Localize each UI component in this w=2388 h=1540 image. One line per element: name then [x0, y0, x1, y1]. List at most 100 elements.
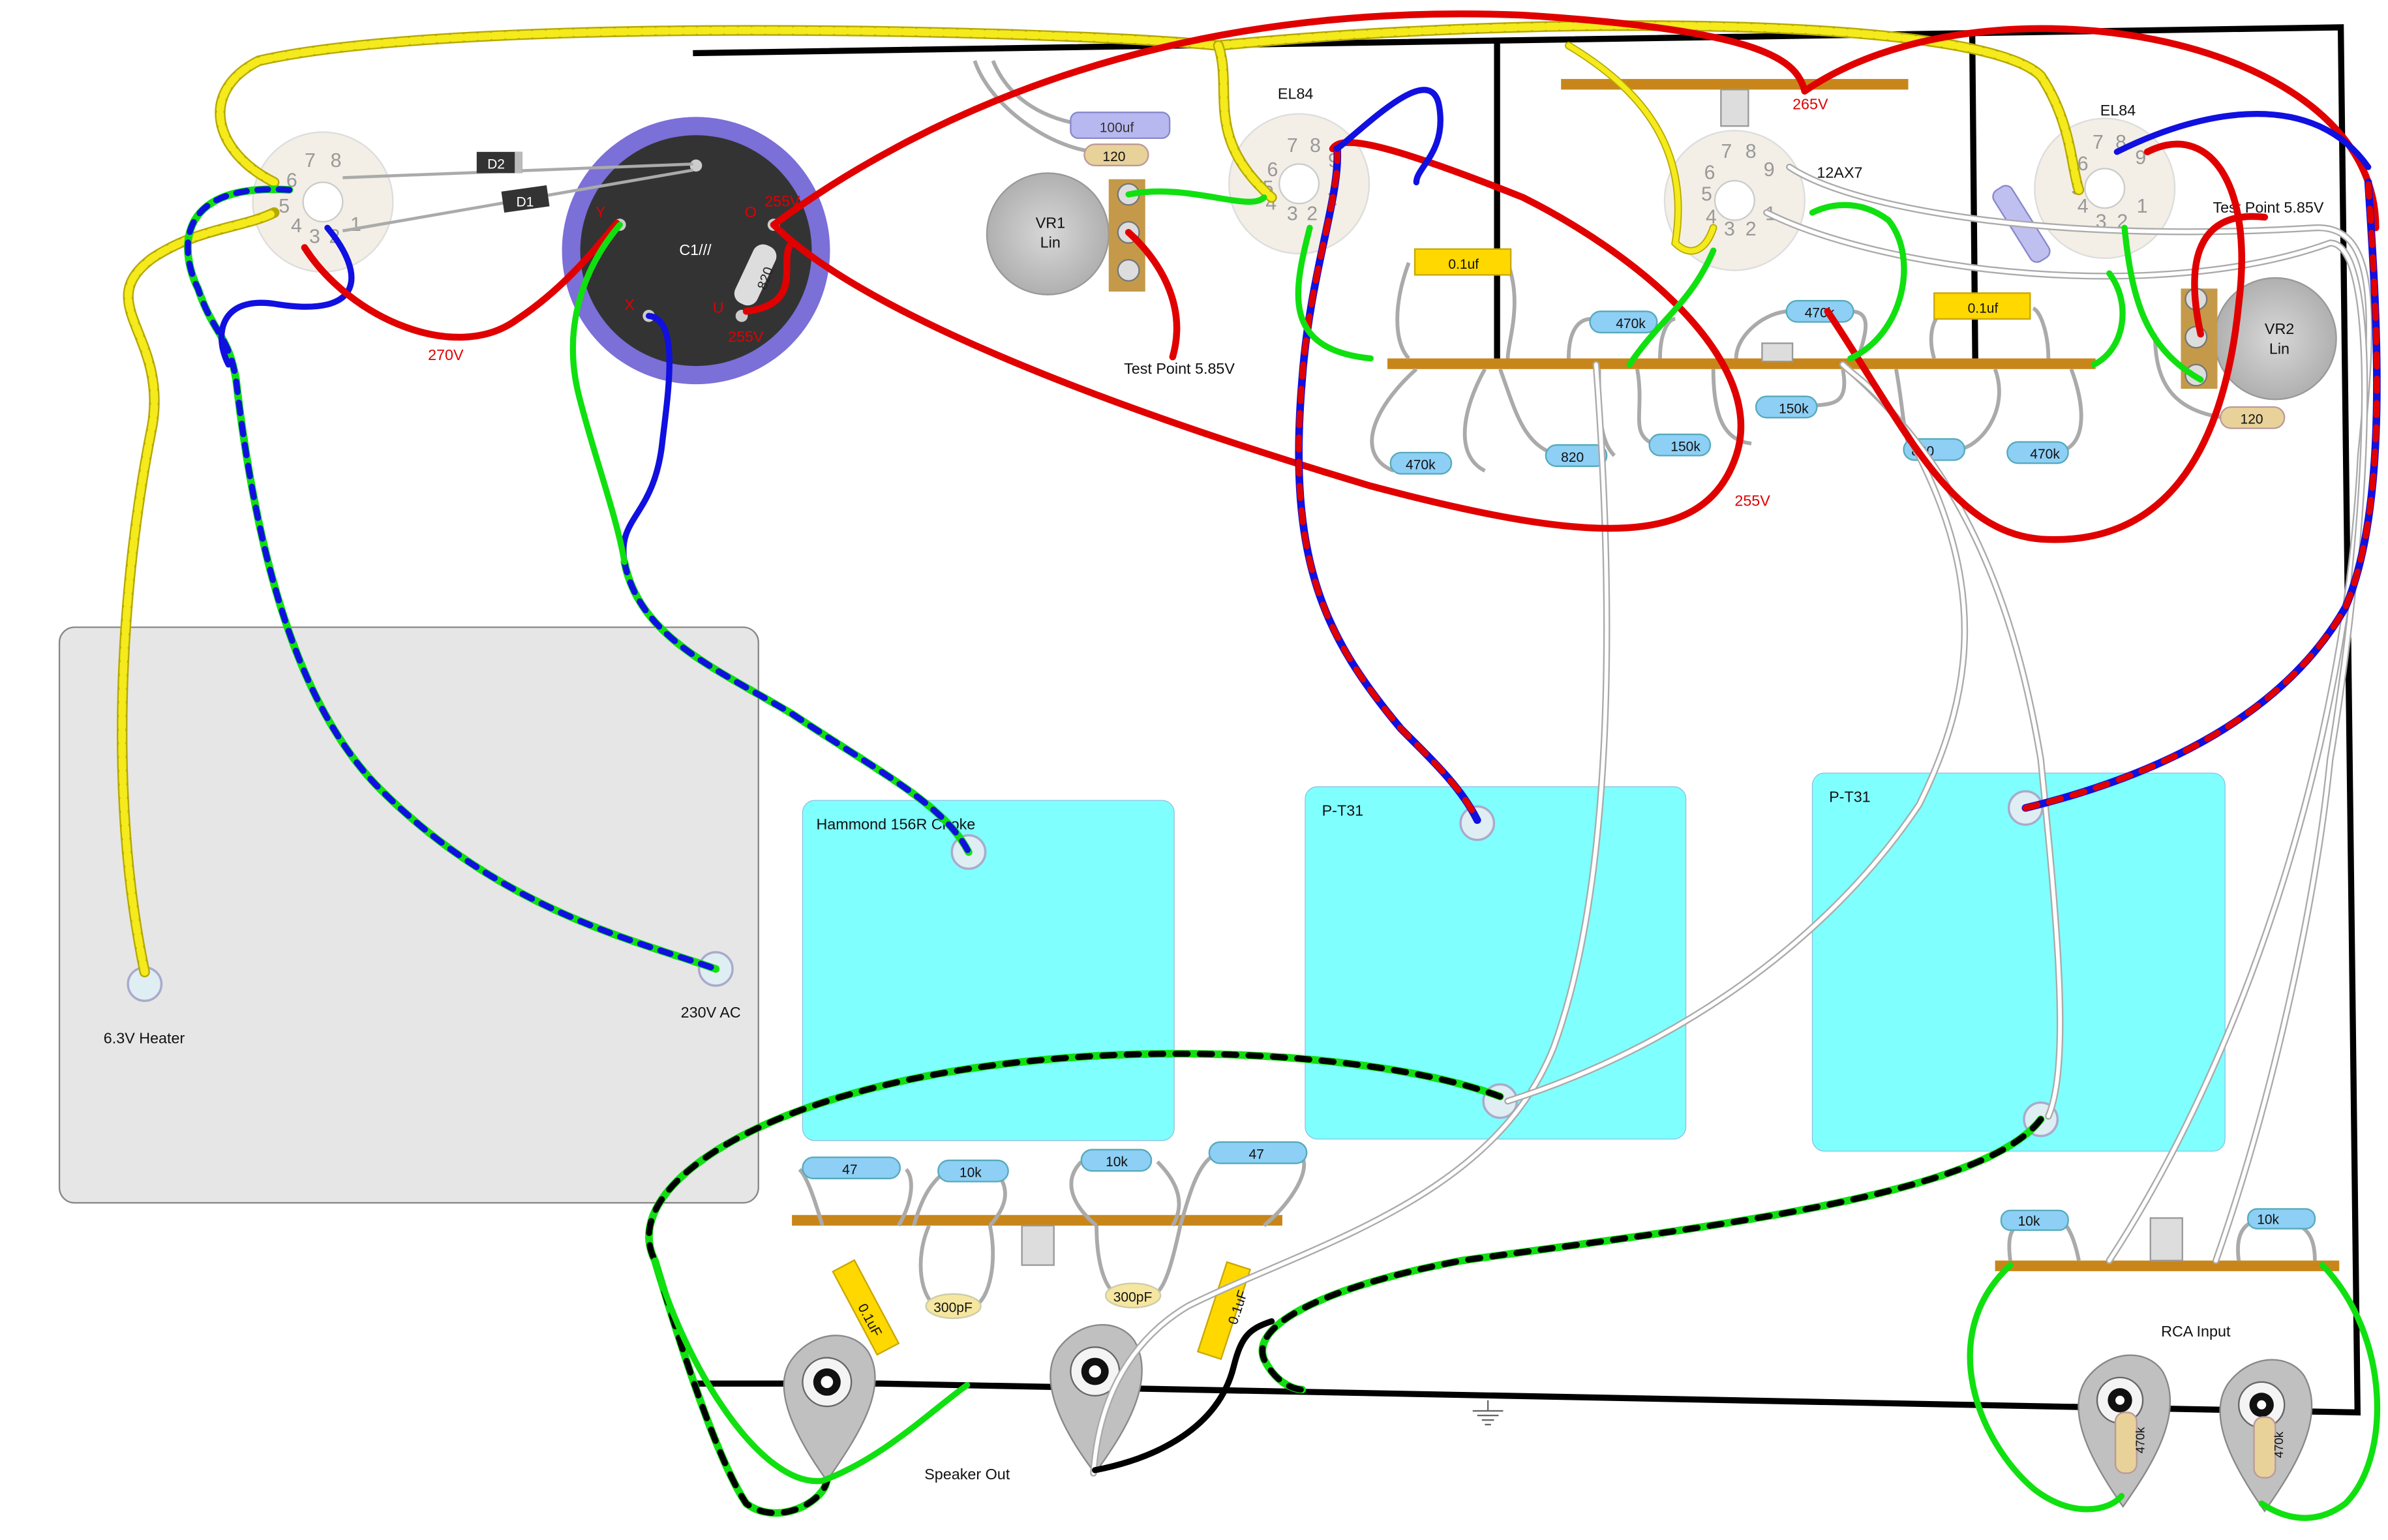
svg-text:0.1uf: 0.1uf: [1448, 257, 1479, 272]
svg-text:2: 2: [1746, 219, 1757, 240]
cap-terminal-x: X: [624, 296, 635, 313]
voltage-270: 270V: [428, 346, 464, 363]
svg-text:2: 2: [1307, 204, 1318, 225]
diode-d2: D2: [342, 151, 693, 179]
svg-text:150k: 150k: [1779, 401, 1809, 416]
svg-text:47: 47: [1249, 1147, 1264, 1162]
res-10k-a: 10k: [937, 1159, 1009, 1183]
rca-jack-right[interactable]: 470k: [2219, 1359, 2313, 1513]
rca-input-label: RCA Input: [2161, 1323, 2231, 1340]
svg-text:3: 3: [1287, 204, 1298, 225]
tag-mount-output: [1021, 1224, 1055, 1266]
res-120-b: 120: [2220, 406, 2286, 429]
cap-300pf-a: 300pF: [925, 1293, 982, 1320]
res-470k-c: 470k: [1589, 310, 1658, 334]
cap-terminal-o: O: [745, 204, 757, 220]
svg-text:8: 8: [1310, 135, 1321, 157]
res-470k-b: 470k: [2006, 441, 2069, 464]
svg-text:7: 7: [2093, 132, 2104, 153]
svg-text:4: 4: [2078, 196, 2089, 217]
pt31-left-label: P-T31: [1322, 802, 1364, 819]
tag-strip-input: [1995, 1260, 2340, 1271]
green-blue-ac-wires: [184, 185, 720, 973]
el84-left-label: EL84: [1278, 85, 1314, 102]
green-blue-choke-wires: [620, 558, 973, 856]
svg-text:120: 120: [1102, 149, 1125, 164]
svg-text:9: 9: [1764, 159, 1775, 181]
green-wires: [569, 188, 2380, 1521]
svg-text:0.1uf: 0.1uf: [1968, 301, 1999, 316]
blue-wires: [620, 87, 2372, 566]
cap-terminal-y: Y: [596, 204, 606, 220]
res-150k-a: 150k: [1648, 433, 1712, 457]
heater-label: 6.3V Heater: [104, 1030, 185, 1047]
res-10k-c: 10k: [2000, 1209, 2069, 1231]
res-120-a: 120: [1083, 143, 1149, 166]
res-47-a: 47: [802, 1156, 901, 1180]
svg-text:7: 7: [305, 150, 316, 172]
svg-text:10k: 10k: [2257, 1213, 2279, 1228]
vr1-pot[interactable]: VR1 Lin: [986, 172, 1145, 295]
ac-label: 230V AC: [681, 1004, 741, 1021]
svg-text:10k: 10k: [1106, 1155, 1128, 1170]
cap-300pf-b: 300pF: [1104, 1282, 1162, 1308]
svg-text:300pF: 300pF: [933, 1301, 973, 1316]
svg-text:10k: 10k: [2018, 1214, 2040, 1229]
svg-text:3: 3: [309, 226, 320, 248]
res-470k-d: 470k: [1785, 299, 1854, 323]
res-470k-a: 470k: [1389, 451, 1453, 475]
green-black-speaker-wires: [645, 1049, 2045, 1517]
speaker-jack-right[interactable]: [1050, 1323, 1143, 1475]
svg-text:470k: 470k: [1406, 458, 1436, 473]
voltage-265: 265V: [1792, 96, 1828, 113]
svg-text:3: 3: [1724, 219, 1735, 240]
test-point-left-label: Test Point 5.85V: [1124, 360, 1235, 377]
power-transformer: [58, 626, 759, 1204]
vr2-type: Lin: [2269, 340, 2290, 357]
tag-mount-top: [1720, 89, 1749, 127]
svg-text:6: 6: [1267, 159, 1278, 181]
tag-mount-input: [2149, 1217, 2183, 1261]
svg-text:1: 1: [350, 214, 361, 235]
svg-text:7: 7: [1287, 135, 1298, 157]
output-transformer-right: [1811, 772, 2226, 1152]
svg-text:8: 8: [331, 150, 342, 172]
electrolytic-capacitor-c1: C1/// Y O X U 820: [562, 117, 830, 385]
res-47-b: 47: [1208, 1141, 1308, 1164]
cap-01uf-a: 0.1uf: [1413, 248, 1512, 276]
svg-text:470k: 470k: [2133, 1427, 2147, 1453]
svg-text:470k: 470k: [2272, 1431, 2286, 1458]
cap-01uf-b: 0.1uf: [1933, 292, 2031, 320]
diode-d1: D1: [342, 168, 693, 233]
vr1-name: VR1: [1036, 214, 1065, 231]
rca-jack-left[interactable]: 470k: [2078, 1354, 2171, 1508]
vr2-name: VR2: [2265, 320, 2294, 337]
svg-text:150k: 150k: [1670, 440, 1700, 455]
cap-01uF-speaker-a: 0.1uF: [832, 1259, 900, 1356]
vr1-type: Lin: [1040, 234, 1061, 251]
res-10k-b: 10k: [1080, 1149, 1153, 1172]
res-10k-d: 10k: [2247, 1208, 2316, 1230]
el84-right-label: EL84: [2100, 102, 2136, 119]
svg-text:10k: 10k: [960, 1166, 982, 1181]
voltage-255-cap: 255V: [728, 328, 764, 345]
speaker-jack-left[interactable]: [783, 1335, 876, 1483]
svg-text:6: 6: [2078, 153, 2089, 175]
res-150k-b: 150k: [1755, 395, 1818, 419]
svg-text:5: 5: [1701, 183, 1712, 205]
red-blue-twisted-wires: [1295, 145, 2381, 824]
tag-mount-main: [1761, 342, 1794, 363]
svg-text:D1: D1: [517, 195, 534, 210]
svg-text:6: 6: [1704, 162, 1715, 184]
svg-text:470k: 470k: [2030, 447, 2060, 462]
white-wires: [1090, 163, 2373, 1477]
svg-text:7: 7: [1721, 141, 1732, 162]
ground-icon: [1472, 1400, 1504, 1426]
vr2-pot[interactable]: VR2 Lin: [2181, 277, 2337, 400]
tag-board-main: [1387, 358, 2096, 369]
svg-text:4: 4: [291, 215, 302, 237]
